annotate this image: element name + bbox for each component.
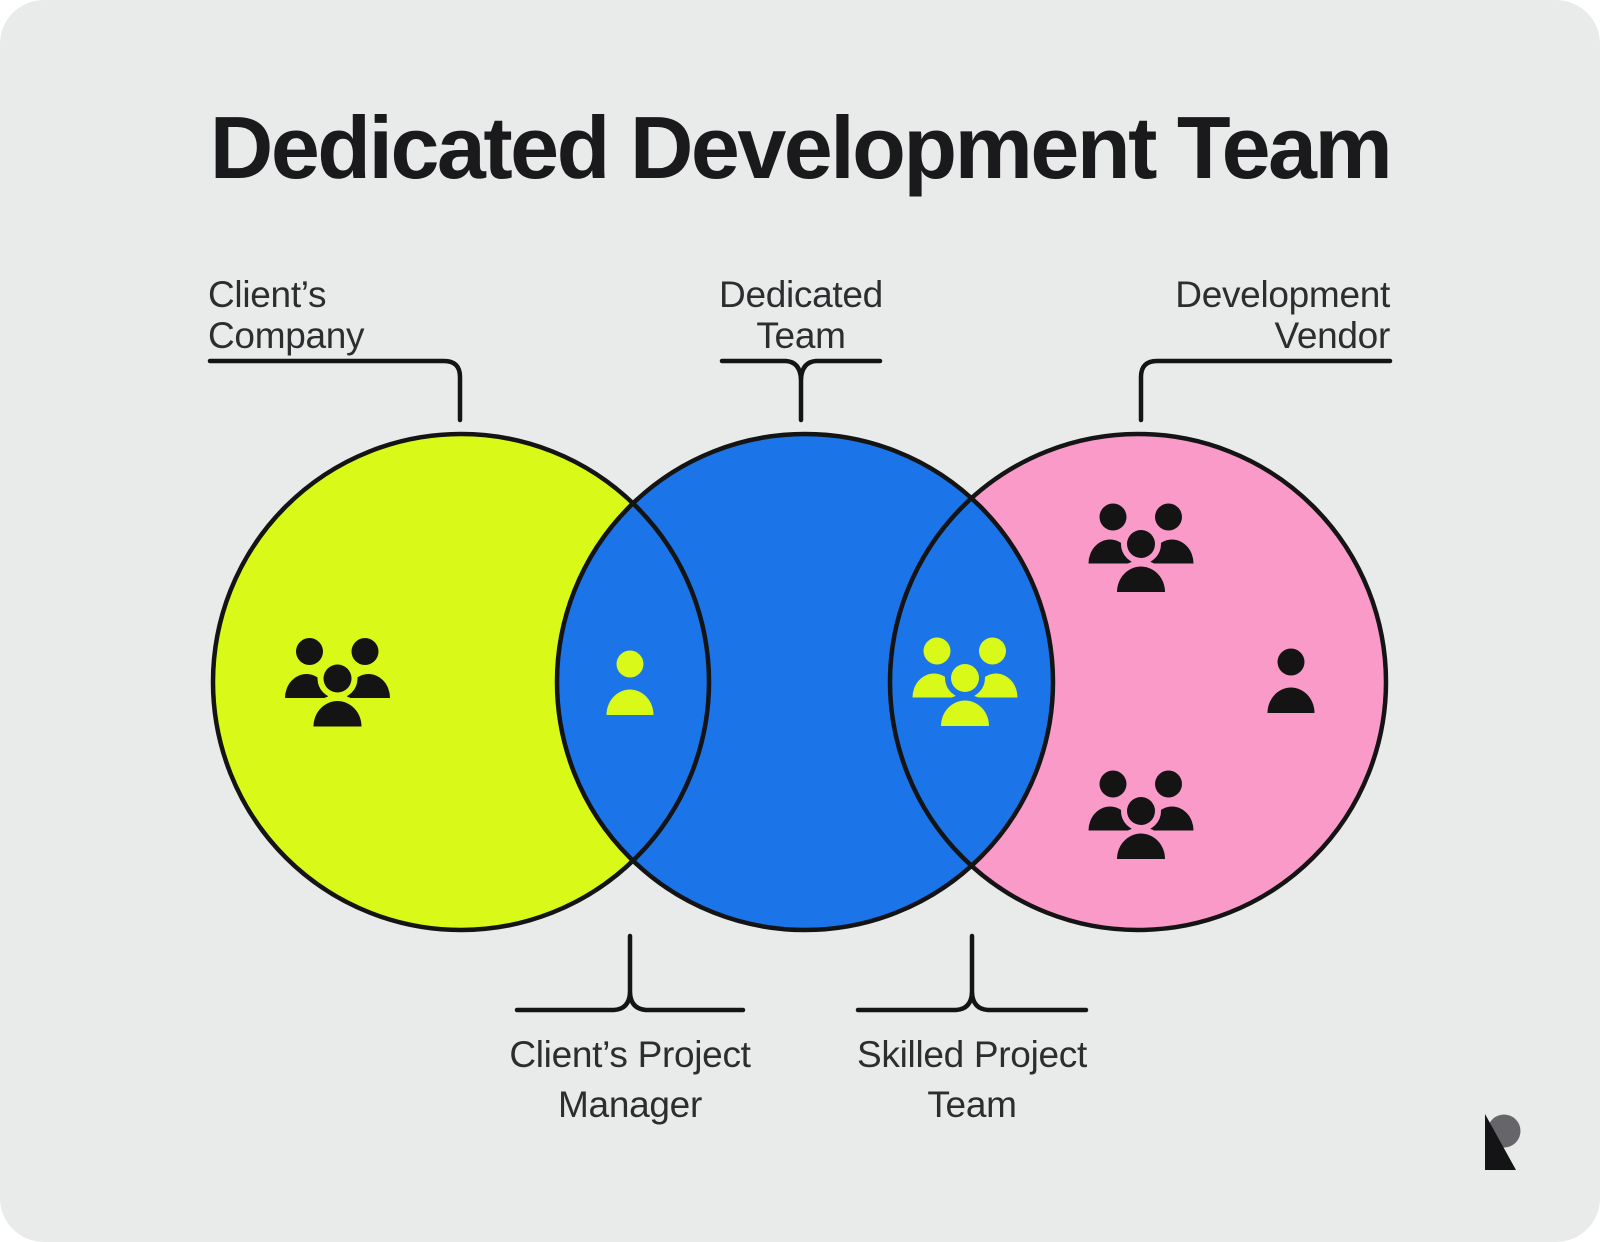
connector-development-vendor bbox=[1138, 358, 1393, 423]
label-clients-project-manager-line1: Client’s Project bbox=[509, 1034, 751, 1075]
connector-dedicated-team-left bbox=[719, 358, 804, 423]
label-dedicated-team-line2: Team bbox=[756, 315, 846, 356]
label-development-vendor: Development Vendor bbox=[1040, 274, 1390, 356]
venn-circle-dedicated-team bbox=[557, 434, 1053, 930]
label-development-vendor-line2: Vendor bbox=[1274, 315, 1391, 356]
label-skilled-project-team: Skilled Project Team bbox=[797, 1030, 1147, 1130]
connector-skilled-project-team-left bbox=[855, 933, 975, 1013]
venn-outline-development-vendor bbox=[887, 431, 1389, 933]
label-development-vendor-line1: Development bbox=[1175, 274, 1390, 315]
venn-circle-clients-company bbox=[213, 434, 709, 930]
connector-clients-project-manager-left bbox=[514, 933, 633, 1013]
label-clients-project-manager-line2: Manager bbox=[558, 1084, 702, 1125]
label-dedicated-team: Dedicated Team bbox=[651, 274, 951, 356]
connector-clients-project-manager-right bbox=[627, 990, 746, 1013]
venn-outline-clients-company bbox=[210, 431, 712, 933]
label-skilled-project-team-line2: Team bbox=[927, 1084, 1017, 1125]
label-clients-company: Client’s Company bbox=[208, 274, 508, 356]
venn-outline-dedicated-team bbox=[554, 431, 1056, 933]
connector-skilled-project-team-right bbox=[969, 990, 1089, 1013]
label-skilled-project-team-line1: Skilled Project bbox=[857, 1034, 1087, 1075]
label-clients-company-line2: Company bbox=[208, 315, 365, 356]
connector-dedicated-team-right bbox=[798, 358, 883, 382]
brand-logo-icon bbox=[1485, 1114, 1521, 1170]
label-clients-company-line1: Client’s bbox=[208, 274, 327, 315]
connector-clients-company bbox=[207, 358, 463, 423]
label-dedicated-team-line1: Dedicated bbox=[719, 274, 883, 315]
label-clients-project-manager: Client’s Project Manager bbox=[455, 1030, 805, 1130]
page-title: Dedicated Development Team bbox=[209, 98, 1393, 197]
